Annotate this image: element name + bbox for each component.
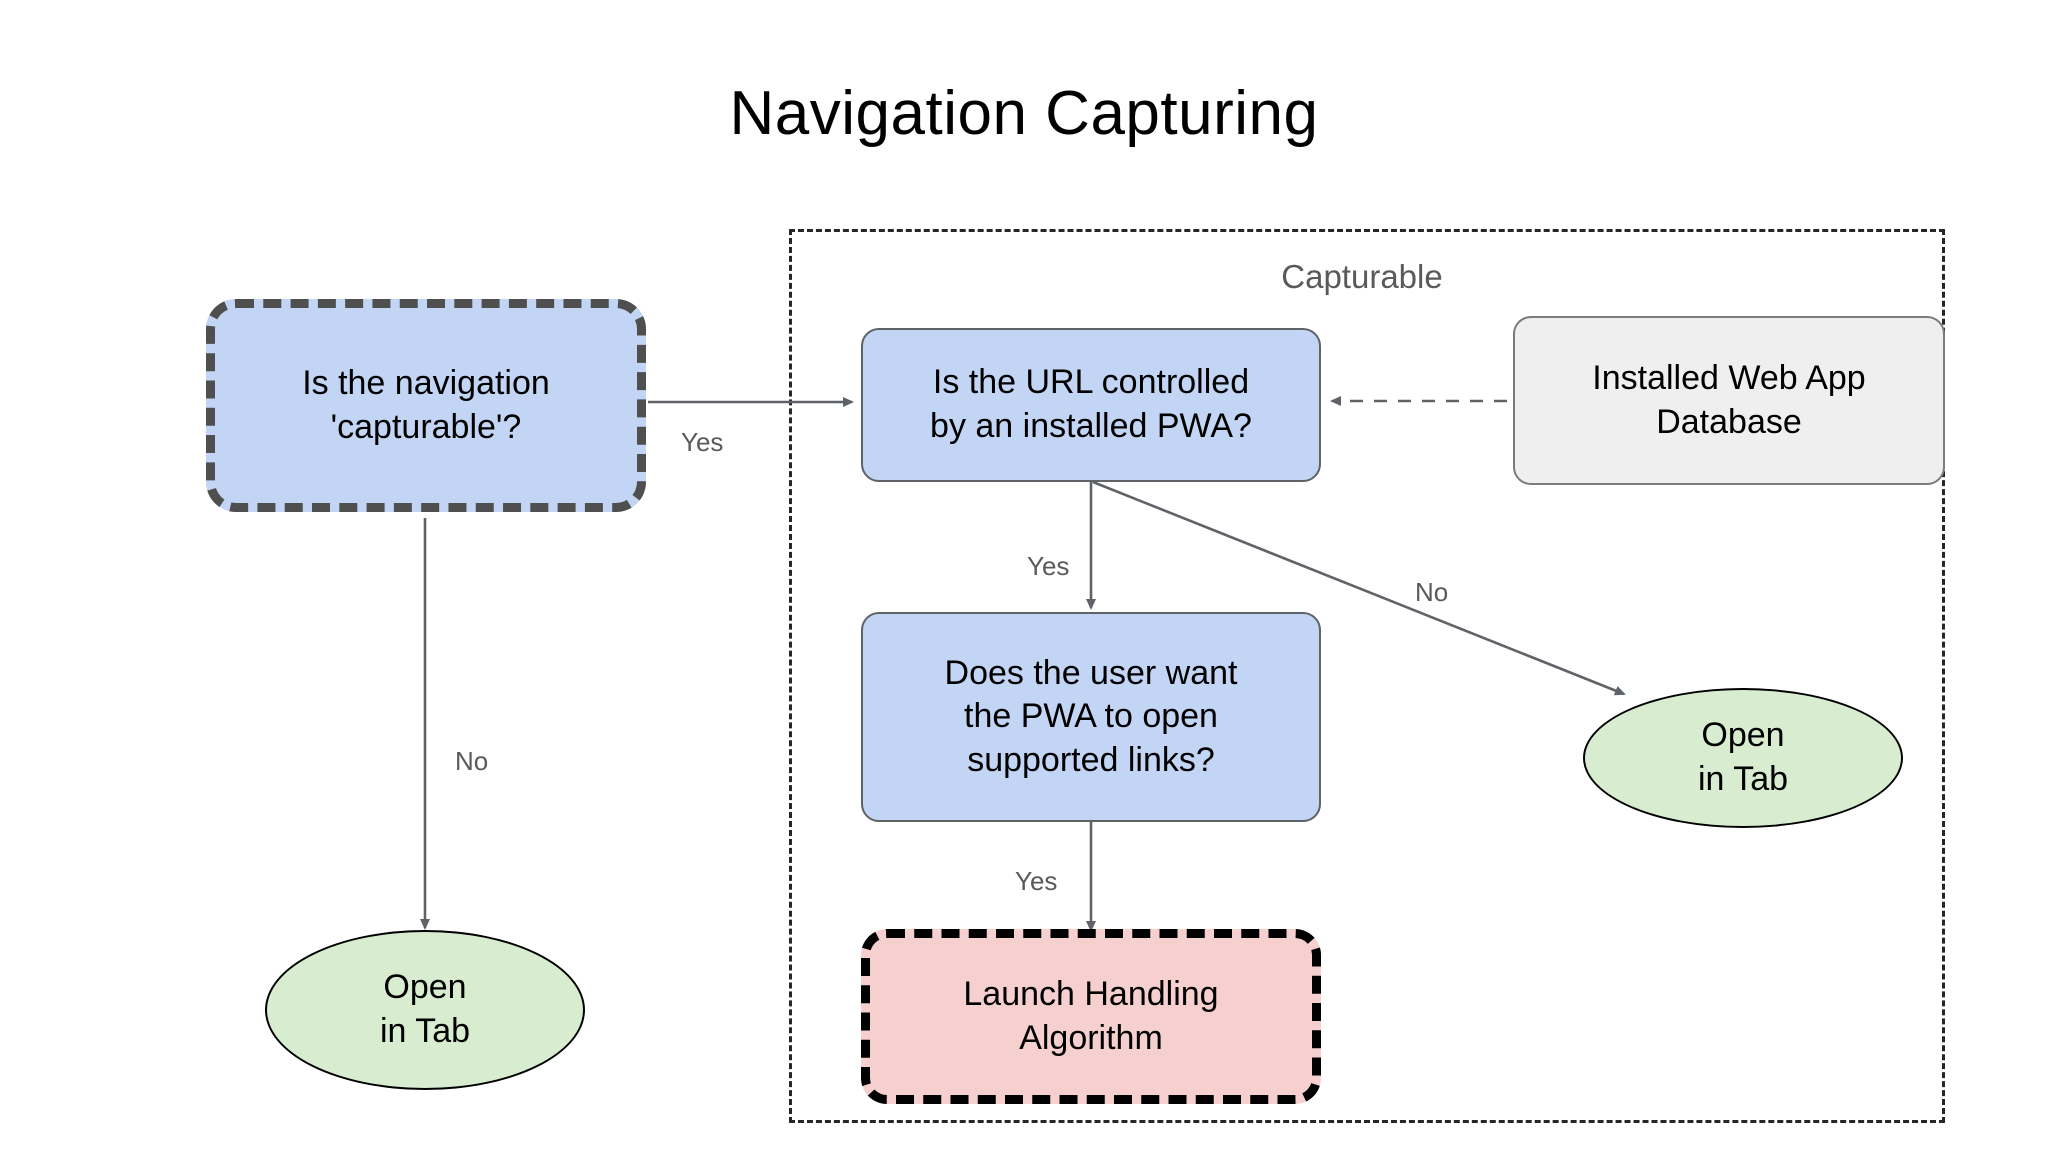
node-open-in-tab-right[interactable]: Open in Tab <box>1583 688 1903 828</box>
capturable-group-container <box>789 229 1945 1123</box>
node-installed-web-app-database[interactable]: Installed Web App Database <box>1513 316 1945 485</box>
node-open-in-tab-left[interactable]: Open in Tab <box>265 930 585 1090</box>
edge-label-capturable-no: No <box>455 746 489 776</box>
node-does-user-want-pwa-open-links[interactable]: Does the user want the PWA to open suppo… <box>861 612 1321 822</box>
edge-label-url-no: No <box>1415 577 1449 607</box>
edge-label-url-yes: Yes <box>1027 551 1070 581</box>
capturable-group-label: Capturable <box>1281 258 1443 295</box>
node-is-url-controlled-by-pwa[interactable]: Is the URL controlled by an installed PW… <box>861 328 1321 482</box>
node-launch-handling-algorithm[interactable]: Launch Handling Algorithm <box>861 929 1321 1104</box>
page-title: Navigation Capturing <box>729 79 1319 148</box>
node-is-navigation-capturable[interactable]: Is the navigation 'capturable'? <box>206 299 646 512</box>
edge-label-capturable-yes: Yes <box>681 427 724 457</box>
edge-label-user-yes: Yes <box>1015 866 1058 896</box>
